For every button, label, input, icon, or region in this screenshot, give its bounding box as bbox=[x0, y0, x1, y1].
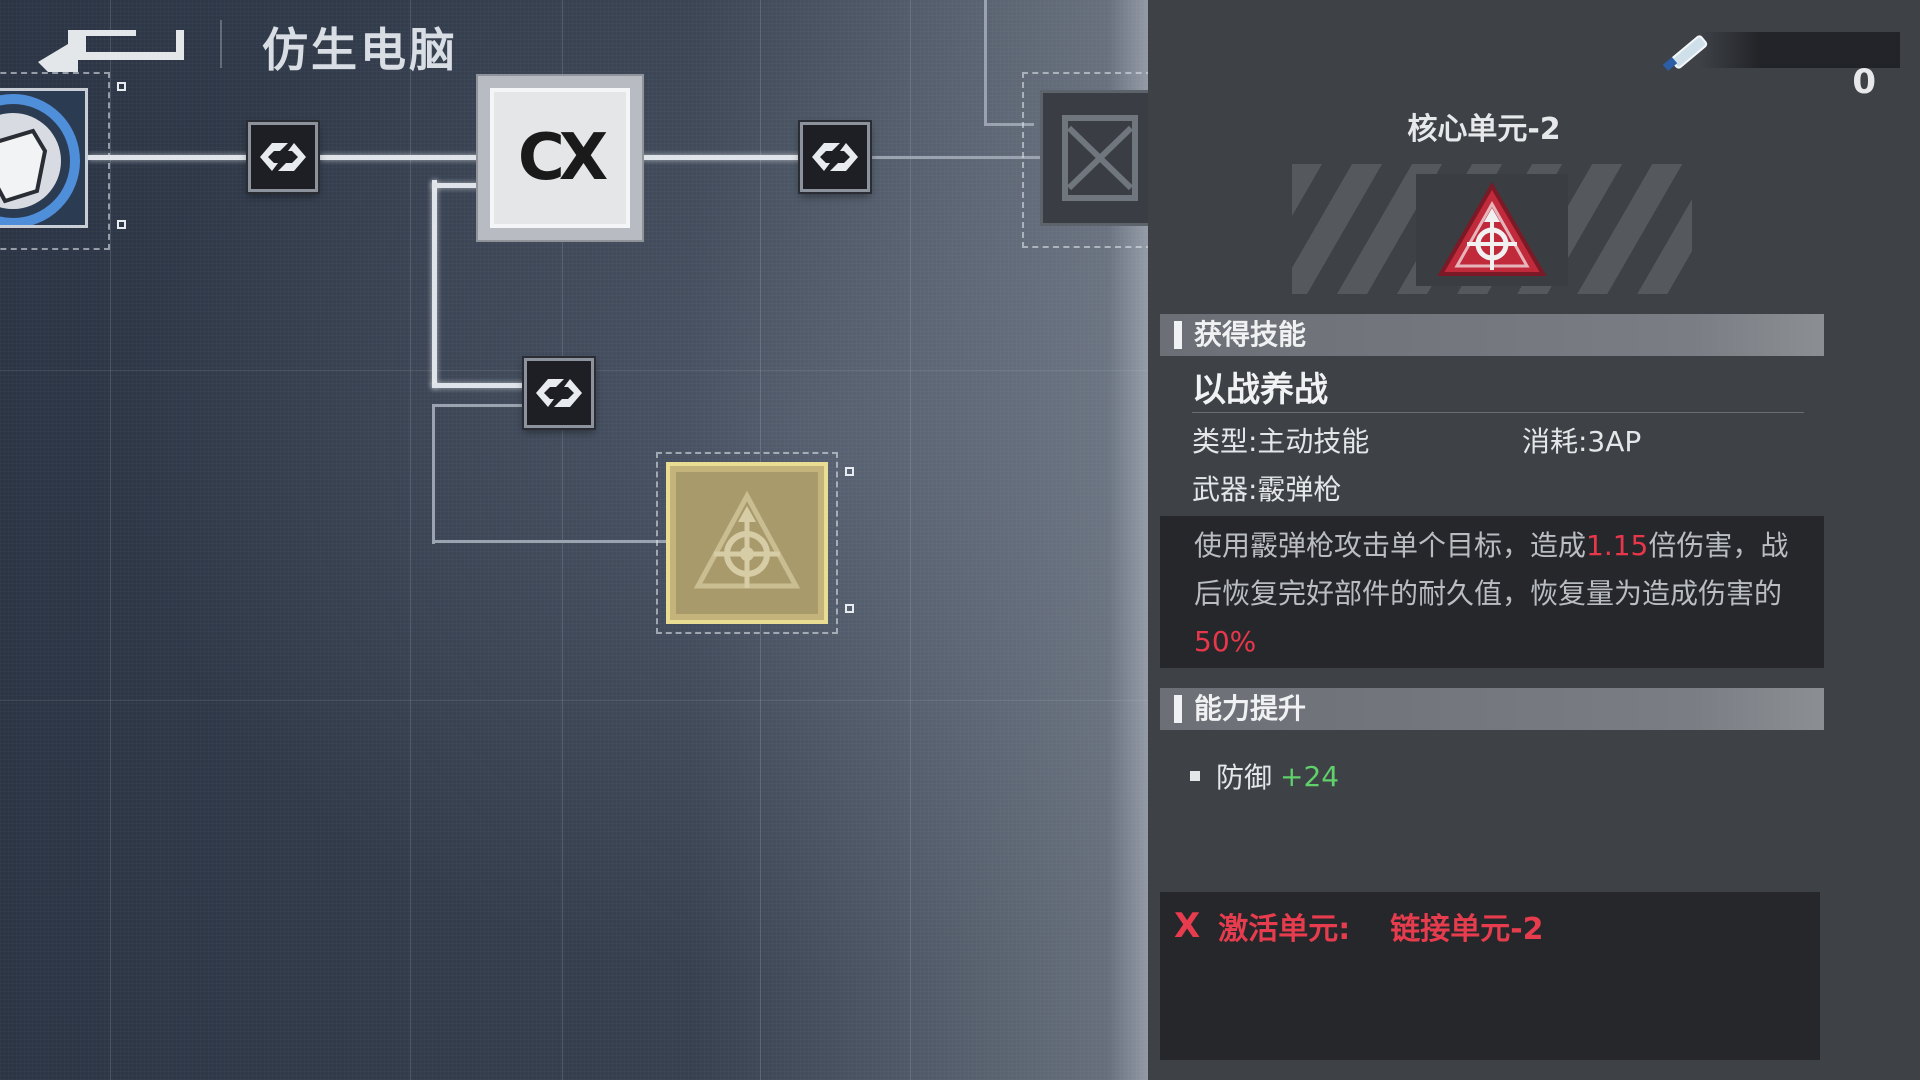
skill-divider bbox=[1192, 412, 1804, 413]
back-button[interactable] bbox=[38, 16, 184, 72]
currency-bar: 0 bbox=[1700, 32, 1900, 102]
skill-section-header: 获得技能 bbox=[1160, 314, 1824, 356]
skill-weapon: 武器:霰弹枪 bbox=[1192, 473, 1342, 506]
connection-wire bbox=[640, 155, 802, 160]
unit-image bbox=[1292, 164, 1692, 294]
unit-name: 核心单元-2 bbox=[1407, 112, 1561, 147]
desc-text: 倍伤害，战后恢复完好部件的耐久值，恢复量为造成伤害的 bbox=[1194, 529, 1789, 610]
shield-icon bbox=[0, 94, 80, 225]
title-separator bbox=[220, 20, 222, 68]
link-node-2[interactable] bbox=[800, 122, 870, 192]
connection-wire bbox=[984, 0, 987, 126]
core-unit-node[interactable]: CX bbox=[490, 88, 630, 228]
skill-type: 类型:主动技能 bbox=[1192, 425, 1370, 458]
unit-image-inner bbox=[1416, 174, 1568, 286]
target-triangle-icon bbox=[1437, 182, 1547, 276]
grid-line bbox=[410, 0, 411, 1080]
link-node-1[interactable] bbox=[248, 122, 318, 192]
ability-bonus-row: 防御 +24 bbox=[1190, 756, 1339, 796]
grid-line bbox=[910, 0, 911, 1080]
requirement-row: X 激活单元: 链接单元-2 bbox=[1174, 904, 1806, 948]
skill-cost: 消耗:3AP bbox=[1522, 425, 1642, 458]
grid-line bbox=[0, 700, 1148, 701]
page-title: 仿生电脑 bbox=[262, 23, 458, 77]
unit-node-locked[interactable] bbox=[1040, 90, 1160, 226]
skill-description: 使用霰弹枪攻击单个目标，造成1.15倍伤害，战后恢复完好部件的耐久值，恢复量为造… bbox=[1160, 516, 1824, 668]
selected-unit-node[interactable] bbox=[666, 462, 828, 624]
desc-text: 使用霰弹枪攻击单个目标，造成 bbox=[1194, 529, 1587, 562]
requirement-box: X 激活单元: 链接单元-2 bbox=[1160, 892, 1820, 1060]
bullet-icon bbox=[1190, 771, 1200, 781]
unmet-x-icon: X bbox=[1174, 906, 1201, 946]
node-frame bbox=[0, 72, 110, 250]
corner-marker bbox=[845, 467, 854, 476]
skill-name: 以战养战 bbox=[1192, 370, 1328, 410]
unit-node-shield[interactable] bbox=[0, 88, 88, 228]
connection-wire bbox=[984, 123, 1034, 126]
target-crosshair-icon bbox=[693, 490, 801, 589]
link-chain-icon bbox=[260, 143, 306, 171]
selection-frame bbox=[656, 452, 838, 634]
connection-wire bbox=[432, 183, 490, 188]
core-node-label: CX bbox=[517, 121, 608, 195]
corner-marker bbox=[117, 82, 126, 91]
link-chain-icon bbox=[536, 379, 582, 407]
grid-line bbox=[110, 0, 111, 1080]
connection-wire bbox=[320, 155, 490, 160]
locked-unit-icon bbox=[1062, 115, 1138, 201]
connection-wire bbox=[432, 404, 527, 407]
bonus-value: +24 bbox=[1280, 759, 1340, 793]
corner-marker bbox=[845, 604, 854, 613]
connection-wire bbox=[432, 540, 666, 543]
link-node-3[interactable] bbox=[524, 358, 594, 428]
connection-wire bbox=[432, 383, 527, 388]
connection-wire bbox=[432, 404, 435, 544]
ability-section-header: 能力提升 bbox=[1160, 688, 1824, 730]
requirement-target: 链接单元-2 bbox=[1390, 912, 1544, 947]
bonus-label: 防御 bbox=[1216, 761, 1273, 794]
back-arrow-icon bbox=[38, 30, 184, 72]
desc-highlight-percent: 50% bbox=[1194, 625, 1257, 658]
currency-value: 0 bbox=[1852, 62, 1876, 102]
connection-wire bbox=[872, 156, 1042, 159]
link-chain-icon bbox=[812, 143, 858, 171]
requirement-label: 激活单元: bbox=[1218, 912, 1351, 947]
connection-wire bbox=[432, 180, 437, 388]
desc-highlight-multiplier: 1.15 bbox=[1586, 529, 1649, 562]
connection-wire bbox=[88, 155, 250, 160]
corner-marker bbox=[117, 220, 126, 229]
test-tube-icon bbox=[1662, 35, 1708, 71]
